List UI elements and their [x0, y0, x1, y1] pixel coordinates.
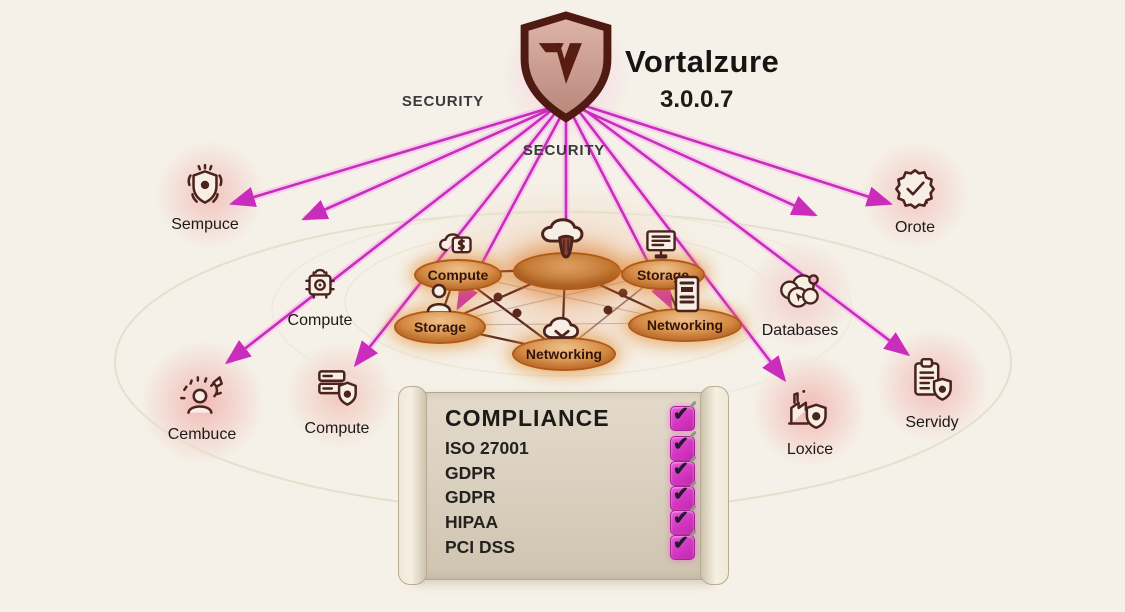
node-databases: Databases	[752, 264, 848, 340]
check-icon: ✔	[673, 508, 689, 530]
app-shield-logo	[509, 8, 623, 126]
check-icon: ✔	[673, 403, 689, 425]
node-label: Compute	[287, 312, 353, 329]
check-icon: ✔	[673, 533, 689, 555]
badge-check-icon	[889, 163, 941, 215]
arrows	[224, 101, 911, 383]
compliance-list: COMPLIANCE ✔ ISO 27001 ✔ GDPR ✔ GDPR ✔ H…	[445, 400, 695, 561]
node-loxice: Loxice	[762, 381, 858, 459]
mesh-node-storage-left: Storage	[394, 310, 486, 344]
node-label: Databases	[761, 322, 839, 339]
cloud-lock-icon	[434, 225, 482, 269]
mesh-node-label: Storage	[413, 319, 467, 335]
node-compute-bottom: Compute	[289, 362, 385, 438]
mesh-node-label: Networking	[646, 317, 724, 333]
compliance-item: PCI DSS	[445, 537, 516, 558]
compliance-title: COMPLIANCE	[445, 404, 610, 431]
security-label-center: SECURITY	[522, 142, 606, 159]
clipboard-shield-icon	[904, 354, 960, 410]
node-sempuce: Sempuce	[157, 162, 253, 234]
node-cembuce: Cembuce	[154, 366, 250, 444]
app-title: Vortalzure	[625, 44, 780, 79]
shield-gear-icon	[180, 162, 230, 212]
node-compute-left: Compute	[272, 262, 368, 330]
node-label: Cembuce	[167, 426, 237, 443]
compliance-item: HIPAA	[445, 512, 499, 533]
check-icon: ✔	[673, 433, 689, 455]
compliance-checkbox-gdpr-2[interactable]: ✔	[670, 483, 695, 511]
check-icon: ✔	[673, 458, 689, 480]
node-servidy: Servidy	[884, 354, 980, 432]
scroll-roll-right	[700, 386, 729, 585]
scroll-roll-left	[398, 386, 427, 585]
compliance-title-checkbox[interactable]: ✔	[670, 403, 695, 431]
mesh-node-networking-right: Networking	[628, 308, 742, 342]
cloud-shield-icon	[533, 209, 599, 271]
node-label: Loxice	[786, 441, 834, 458]
mesh-node-label: Compute	[427, 267, 489, 283]
cloud-download-icon	[537, 304, 587, 348]
user-icon	[419, 279, 459, 317]
node-label: Servidy	[905, 414, 959, 431]
node-label: Orote	[894, 219, 935, 236]
cloud-cluster-icon	[773, 264, 827, 318]
app-version: 3.0.0.7	[660, 86, 734, 113]
server-shield-icon	[310, 362, 364, 416]
mesh-junction-dots	[493, 288, 628, 318]
compliance-item: ISO 27001	[445, 437, 529, 458]
user-sparks-icon	[174, 366, 230, 422]
factory-shield-icon	[782, 381, 838, 437]
compliance-checkbox-pcidss[interactable]: ✔	[670, 533, 695, 561]
compliance-item: GDPR	[445, 462, 496, 483]
security-label-left: SECURITY	[401, 93, 485, 110]
node-orote: Orote	[867, 163, 963, 237]
node-label: Sempuce	[171, 216, 239, 233]
compliance-checkbox-hipaa[interactable]: ✔	[670, 508, 695, 536]
monitor-icon	[638, 225, 684, 265]
mesh-node-label: Networking	[525, 346, 603, 362]
check-icon: ✔	[673, 483, 689, 505]
document-icon	[664, 272, 708, 320]
compliance-item: GDPR	[445, 487, 496, 508]
chip-gear-icon	[297, 262, 343, 308]
compliance-checkbox-iso27001[interactable]: ✔	[670, 433, 695, 461]
node-label: Compute	[304, 420, 370, 437]
